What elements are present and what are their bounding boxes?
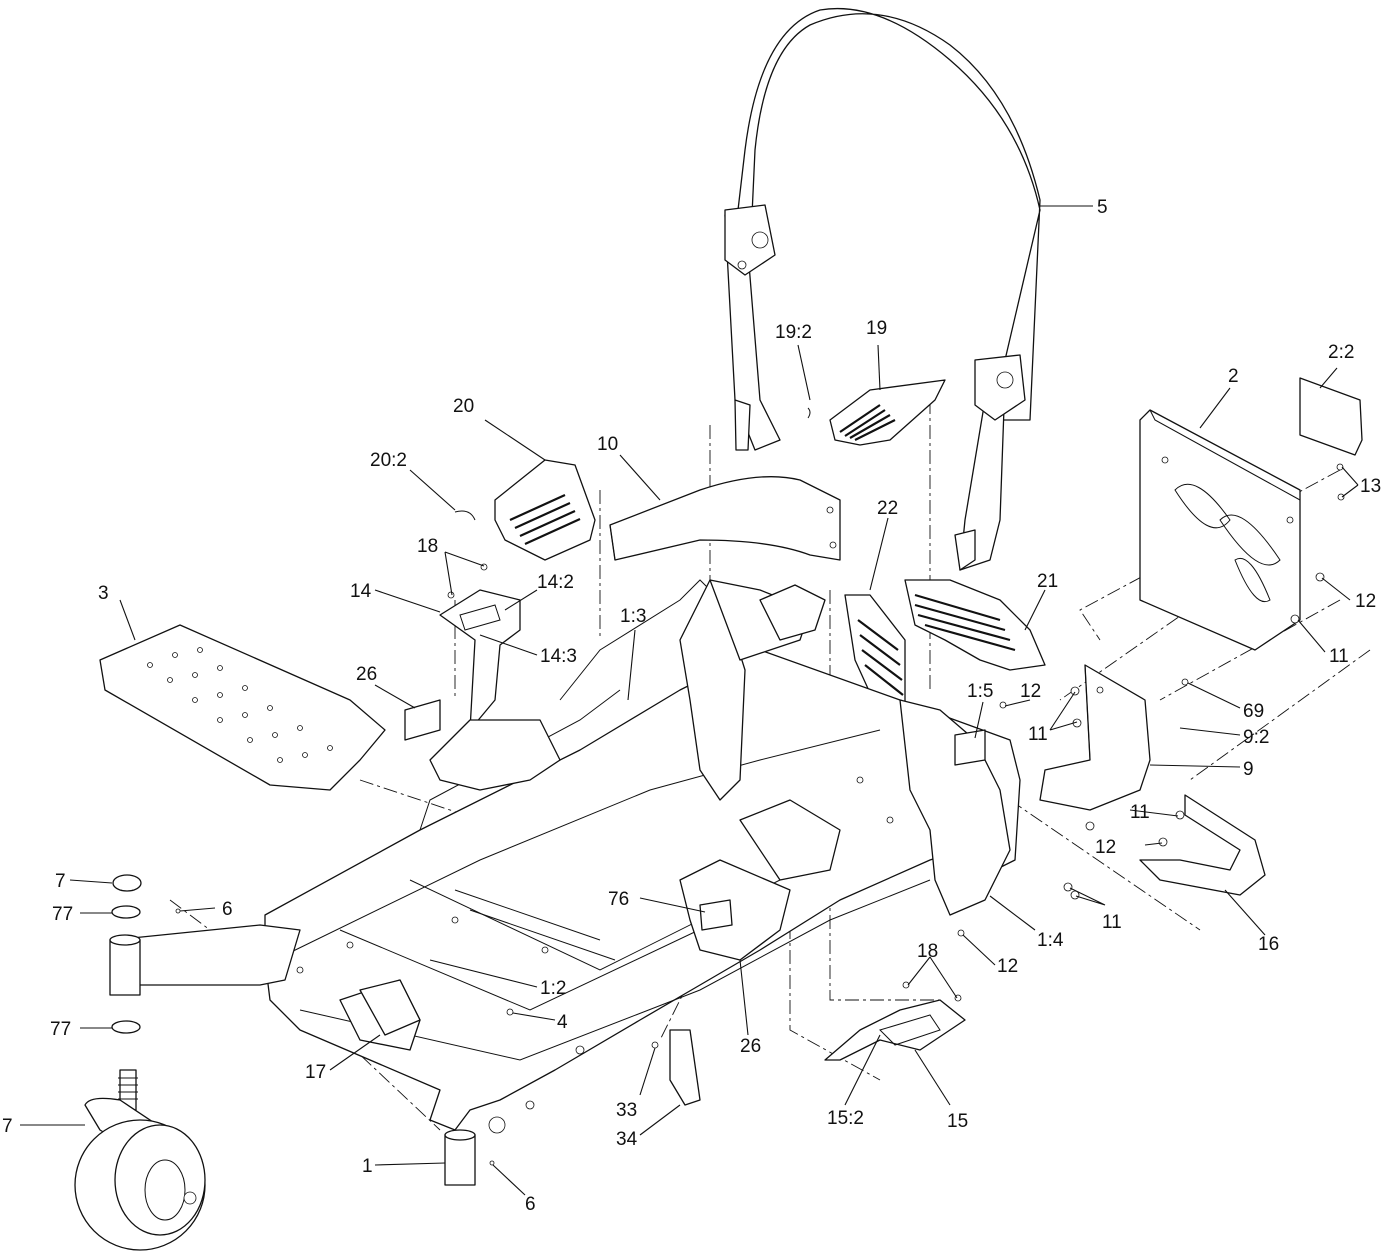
cap-7 bbox=[112, 874, 142, 892]
clip-20-2 bbox=[454, 510, 476, 521]
callout-2-2: 2:2 bbox=[1328, 342, 1354, 363]
callout-77: 77 bbox=[52, 904, 73, 925]
grill-panel-21 bbox=[904, 579, 1046, 671]
callout-11: 11 bbox=[1102, 912, 1122, 933]
bumper-16 bbox=[1139, 794, 1266, 896]
callout-33: 33 bbox=[616, 1100, 637, 1121]
decal-1-5 bbox=[954, 729, 986, 766]
callout-20-2: 20:2 bbox=[370, 450, 407, 471]
callout-12: 12 bbox=[1020, 681, 1041, 702]
callout-19-2: 19:2 bbox=[775, 322, 812, 343]
callout-14-3: 14:3 bbox=[540, 646, 577, 667]
main-frame-1 bbox=[264, 579, 1021, 1134]
decal-2-2 bbox=[1299, 377, 1363, 456]
bracket-14 bbox=[439, 563, 521, 731]
callout-6: 6 bbox=[222, 899, 233, 920]
callout-18: 18 bbox=[417, 536, 438, 557]
callout-22: 22 bbox=[877, 498, 898, 519]
fasteners bbox=[957, 463, 1345, 937]
callout-7: 7 bbox=[2, 1116, 13, 1137]
callout-14: 14 bbox=[350, 581, 372, 602]
bearing-77-lower bbox=[111, 1020, 141, 1034]
rops-rollbar bbox=[724, 7, 1041, 571]
callout-13: 13 bbox=[1360, 476, 1381, 497]
leader-lines bbox=[20, 205, 1359, 1196]
callout-1-3: 1:3 bbox=[620, 606, 646, 627]
callout-77: 77 bbox=[50, 1019, 71, 1040]
callout-4: 4 bbox=[557, 1012, 568, 1033]
rear-shield-2 bbox=[1139, 409, 1301, 651]
callout-labels: 5 19:2 19 2:2 2 13 12 11 69 9:2 9 11 11 … bbox=[2, 197, 1381, 1215]
decal-17 bbox=[359, 979, 421, 1036]
callout-11: 11 bbox=[1130, 802, 1150, 823]
callout-20: 20 bbox=[453, 396, 474, 417]
plug-4 bbox=[506, 1008, 514, 1016]
callout-15: 15 bbox=[947, 1111, 968, 1132]
callout-7: 7 bbox=[55, 871, 66, 892]
caster-fork-arm bbox=[109, 924, 301, 996]
callout-12: 12 bbox=[1095, 837, 1116, 858]
callout-76: 76 bbox=[608, 889, 629, 910]
fitting-6-upper bbox=[175, 908, 181, 914]
clip-19-2 bbox=[807, 407, 811, 419]
grill-panel-19 bbox=[829, 379, 946, 446]
bumper-bracket-9 bbox=[1039, 664, 1151, 811]
decal-26 bbox=[404, 699, 441, 741]
callout-21: 21 bbox=[1037, 571, 1058, 592]
callout-16: 16 bbox=[1258, 934, 1279, 955]
callout-11: 11 bbox=[1028, 724, 1048, 745]
callout-15-2: 15:2 bbox=[827, 1108, 864, 1129]
callout-12: 12 bbox=[1355, 591, 1376, 612]
axle-tube-1 bbox=[444, 1129, 476, 1186]
callout-34: 34 bbox=[616, 1129, 638, 1150]
crossbar-bracket-10 bbox=[609, 476, 841, 561]
callout-26: 26 bbox=[740, 1036, 761, 1057]
callout-5: 5 bbox=[1097, 197, 1108, 218]
callout-3: 3 bbox=[98, 583, 109, 604]
footrest-holes bbox=[147, 647, 333, 763]
callout-1: 1 bbox=[362, 1156, 373, 1177]
callout-1-4: 1:4 bbox=[1037, 930, 1064, 951]
callout-9-2: 9:2 bbox=[1243, 727, 1269, 748]
grill-panel-20 bbox=[494, 459, 596, 561]
callout-2: 2 bbox=[1228, 366, 1239, 387]
callout-1-2: 1:2 bbox=[540, 978, 566, 999]
callout-6: 6 bbox=[525, 1194, 536, 1215]
plate-34 bbox=[651, 1029, 701, 1106]
plate-15 bbox=[824, 981, 966, 1061]
callout-26: 26 bbox=[356, 664, 377, 685]
callout-18: 18 bbox=[917, 941, 938, 962]
fitting-6-lower bbox=[489, 1160, 495, 1166]
callout-19: 19 bbox=[866, 318, 887, 339]
footrest-plate-3 bbox=[99, 624, 386, 791]
callout-10: 10 bbox=[597, 434, 618, 455]
callout-9: 9 bbox=[1243, 759, 1254, 780]
callout-1-5: 1:5 bbox=[967, 681, 993, 702]
callout-14-2: 14:2 bbox=[537, 572, 574, 593]
callout-11: 11 bbox=[1329, 646, 1349, 667]
bearing-77-upper bbox=[111, 905, 141, 919]
caster-wheel-7 bbox=[74, 1069, 206, 1251]
callout-17: 17 bbox=[305, 1062, 326, 1083]
callout-12: 12 bbox=[997, 956, 1018, 977]
decal-76 bbox=[699, 899, 733, 931]
callout-69: 69 bbox=[1243, 701, 1264, 722]
